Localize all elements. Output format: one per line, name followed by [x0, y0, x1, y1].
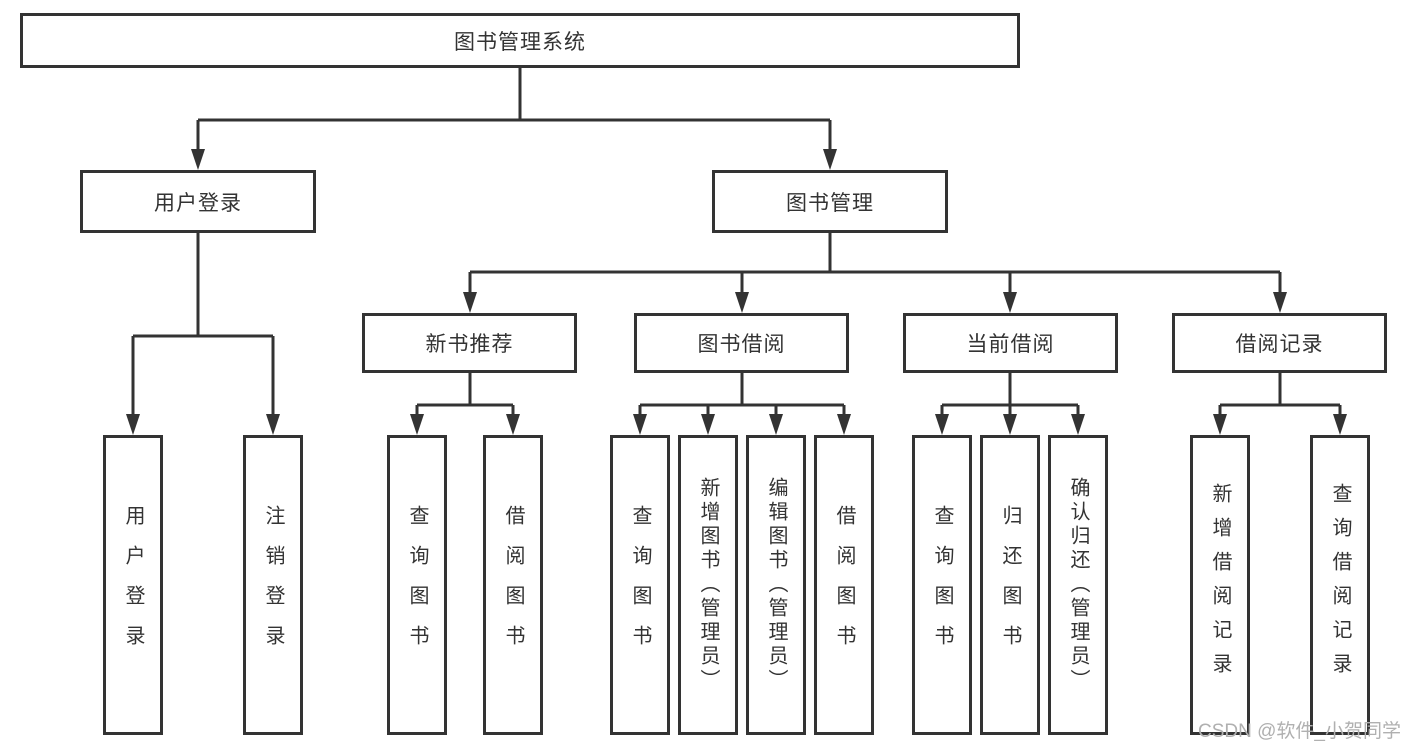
- node-root: 图书管理系统: [20, 13, 1020, 68]
- node-label: 新增借阅记录: [1209, 483, 1231, 687]
- node-label: 图书管理: [786, 191, 874, 215]
- leaf-borrow-books: 借阅图书: [814, 435, 874, 735]
- csdn-watermark: CSDN @软件_小贺同学: [1198, 721, 1401, 742]
- leaf-borrow-books-recommend: 借阅图书: [483, 435, 543, 735]
- leaf-query-books-current: 查询图书: [912, 435, 972, 735]
- leaf-add-borrow-record: 新增借阅记录: [1190, 435, 1250, 735]
- node-label: 图书借阅: [697, 333, 786, 356]
- node-new-book-recommend: 新书推荐: [362, 313, 577, 373]
- node-label: 查询图书: [406, 505, 428, 665]
- leaf-query-books-recommend: 查询图书: [387, 435, 447, 735]
- node-label: 查询图书: [931, 505, 953, 665]
- node-label: 编辑图书（管理员）: [765, 477, 787, 693]
- node-label: 当前借阅: [966, 333, 1055, 356]
- node-book-borrow: 图书借阅: [634, 313, 849, 373]
- node-label: 查询借阅记录: [1329, 483, 1351, 687]
- node-label: 确认归还（管理员）: [1067, 477, 1089, 693]
- node-label: 用户登录: [154, 191, 242, 215]
- node-label: 图书管理系统: [454, 30, 586, 54]
- leaf-logout: 注销登录: [243, 435, 303, 735]
- node-book-management: 图书管理: [712, 170, 948, 233]
- node-label: 注销登录: [262, 505, 284, 665]
- leaf-return-book: 归还图书: [980, 435, 1040, 735]
- leaf-user-login: 用户登录: [103, 435, 163, 735]
- node-label: 借阅图书: [833, 505, 855, 665]
- node-label: 归还图书: [999, 505, 1021, 665]
- leaf-add-book-admin: 新增图书（管理员）: [678, 435, 738, 735]
- leaf-query-books-borrow: 查询图书: [610, 435, 670, 735]
- node-label: 查询图书: [629, 505, 651, 665]
- node-label: 借阅记录: [1235, 333, 1324, 356]
- node-current-borrow: 当前借阅: [903, 313, 1118, 373]
- node-label: 新书推荐: [425, 333, 514, 356]
- leaf-query-borrow-record: 查询借阅记录: [1310, 435, 1370, 735]
- node-user-login: 用户登录: [80, 170, 316, 233]
- node-borrow-records: 借阅记录: [1172, 313, 1387, 373]
- leaf-edit-book-admin: 编辑图书（管理员）: [746, 435, 806, 735]
- node-label: 用户登录: [122, 505, 144, 665]
- node-label: 借阅图书: [502, 505, 524, 665]
- node-label: 新增图书（管理员）: [697, 477, 719, 693]
- leaf-confirm-return-admin: 确认归还（管理员）: [1048, 435, 1108, 735]
